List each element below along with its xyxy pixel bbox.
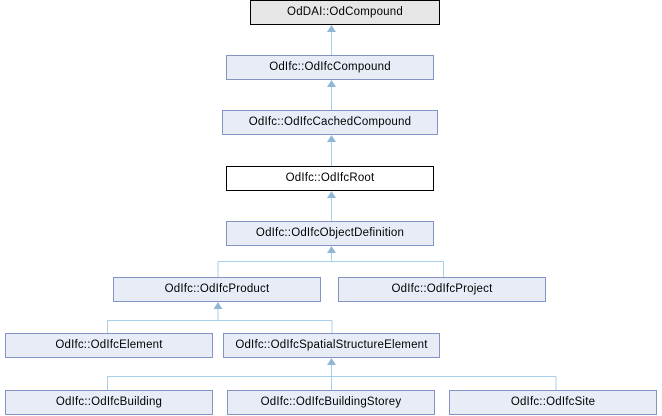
node-label: OdIfc::OdIfcObjectDefinition — [255, 226, 405, 239]
arrowhead-to-cached — [327, 135, 336, 142]
arrowhead-to-compound — [327, 80, 336, 87]
node-odifc-odifcobjectdefinition[interactable]: OdIfc::OdIfcObjectDefinition — [226, 221, 434, 246]
node-label: OdIfc::OdIfcSpatialStructureElement — [235, 338, 428, 351]
arrowhead-to-product — [213, 302, 223, 309]
node-label: OdIfc::OdIfcSite — [510, 395, 596, 408]
node-odifc-odifcproduct[interactable]: OdIfc::OdIfcProduct — [113, 277, 321, 302]
node-label: OdIfc::OdIfcCompound — [269, 60, 391, 73]
node-label: OdIfc::OdIfcProject — [391, 282, 493, 295]
node-odifc-odifccompound[interactable]: OdIfc::OdIfcCompound — [226, 55, 434, 80]
arrowhead-to-spatial — [327, 358, 336, 365]
node-odifc-odifcbuildingstorey[interactable]: OdIfc::OdIfcBuildingStorey — [227, 390, 435, 415]
arrowheads — [213, 25, 336, 365]
node-label: OdIfc::OdIfcBuildingStorey — [260, 395, 402, 408]
node-odifc-odifcroot[interactable]: OdIfc::OdIfcRoot — [226, 166, 434, 191]
arrowhead-to-root — [327, 191, 336, 198]
node-label: OdIfc::OdIfcElement — [55, 338, 163, 351]
node-oddai-odcompound[interactable]: OdDAI::OdCompound — [250, 0, 440, 25]
arrowhead-to-odcompound — [327, 25, 336, 32]
node-odifc-odifccachedcompound[interactable]: OdIfc::OdIfcCachedCompound — [222, 110, 438, 135]
node-label: OdDAI::OdCompound — [287, 5, 403, 18]
node-odifc-odifcelement[interactable]: OdIfc::OdIfcElement — [5, 333, 213, 358]
arrowhead-to-objdef — [327, 246, 336, 253]
node-label: OdIfc::OdIfcBuilding — [55, 395, 163, 408]
node-odifc-odifcspatialstructureelement[interactable]: OdIfc::OdIfcSpatialStructureElement — [223, 333, 440, 358]
node-odifc-odifcbuilding[interactable]: OdIfc::OdIfcBuilding — [5, 390, 213, 415]
node-odifc-odifcproject[interactable]: OdIfc::OdIfcProject — [338, 277, 546, 302]
node-label: OdIfc::OdIfcCachedCompound — [248, 115, 412, 128]
node-odifc-odifcsite[interactable]: OdIfc::OdIfcSite — [449, 390, 657, 415]
node-label: OdIfc::OdIfcRoot — [285, 171, 375, 184]
node-label: OdIfc::OdIfcProduct — [164, 282, 270, 295]
